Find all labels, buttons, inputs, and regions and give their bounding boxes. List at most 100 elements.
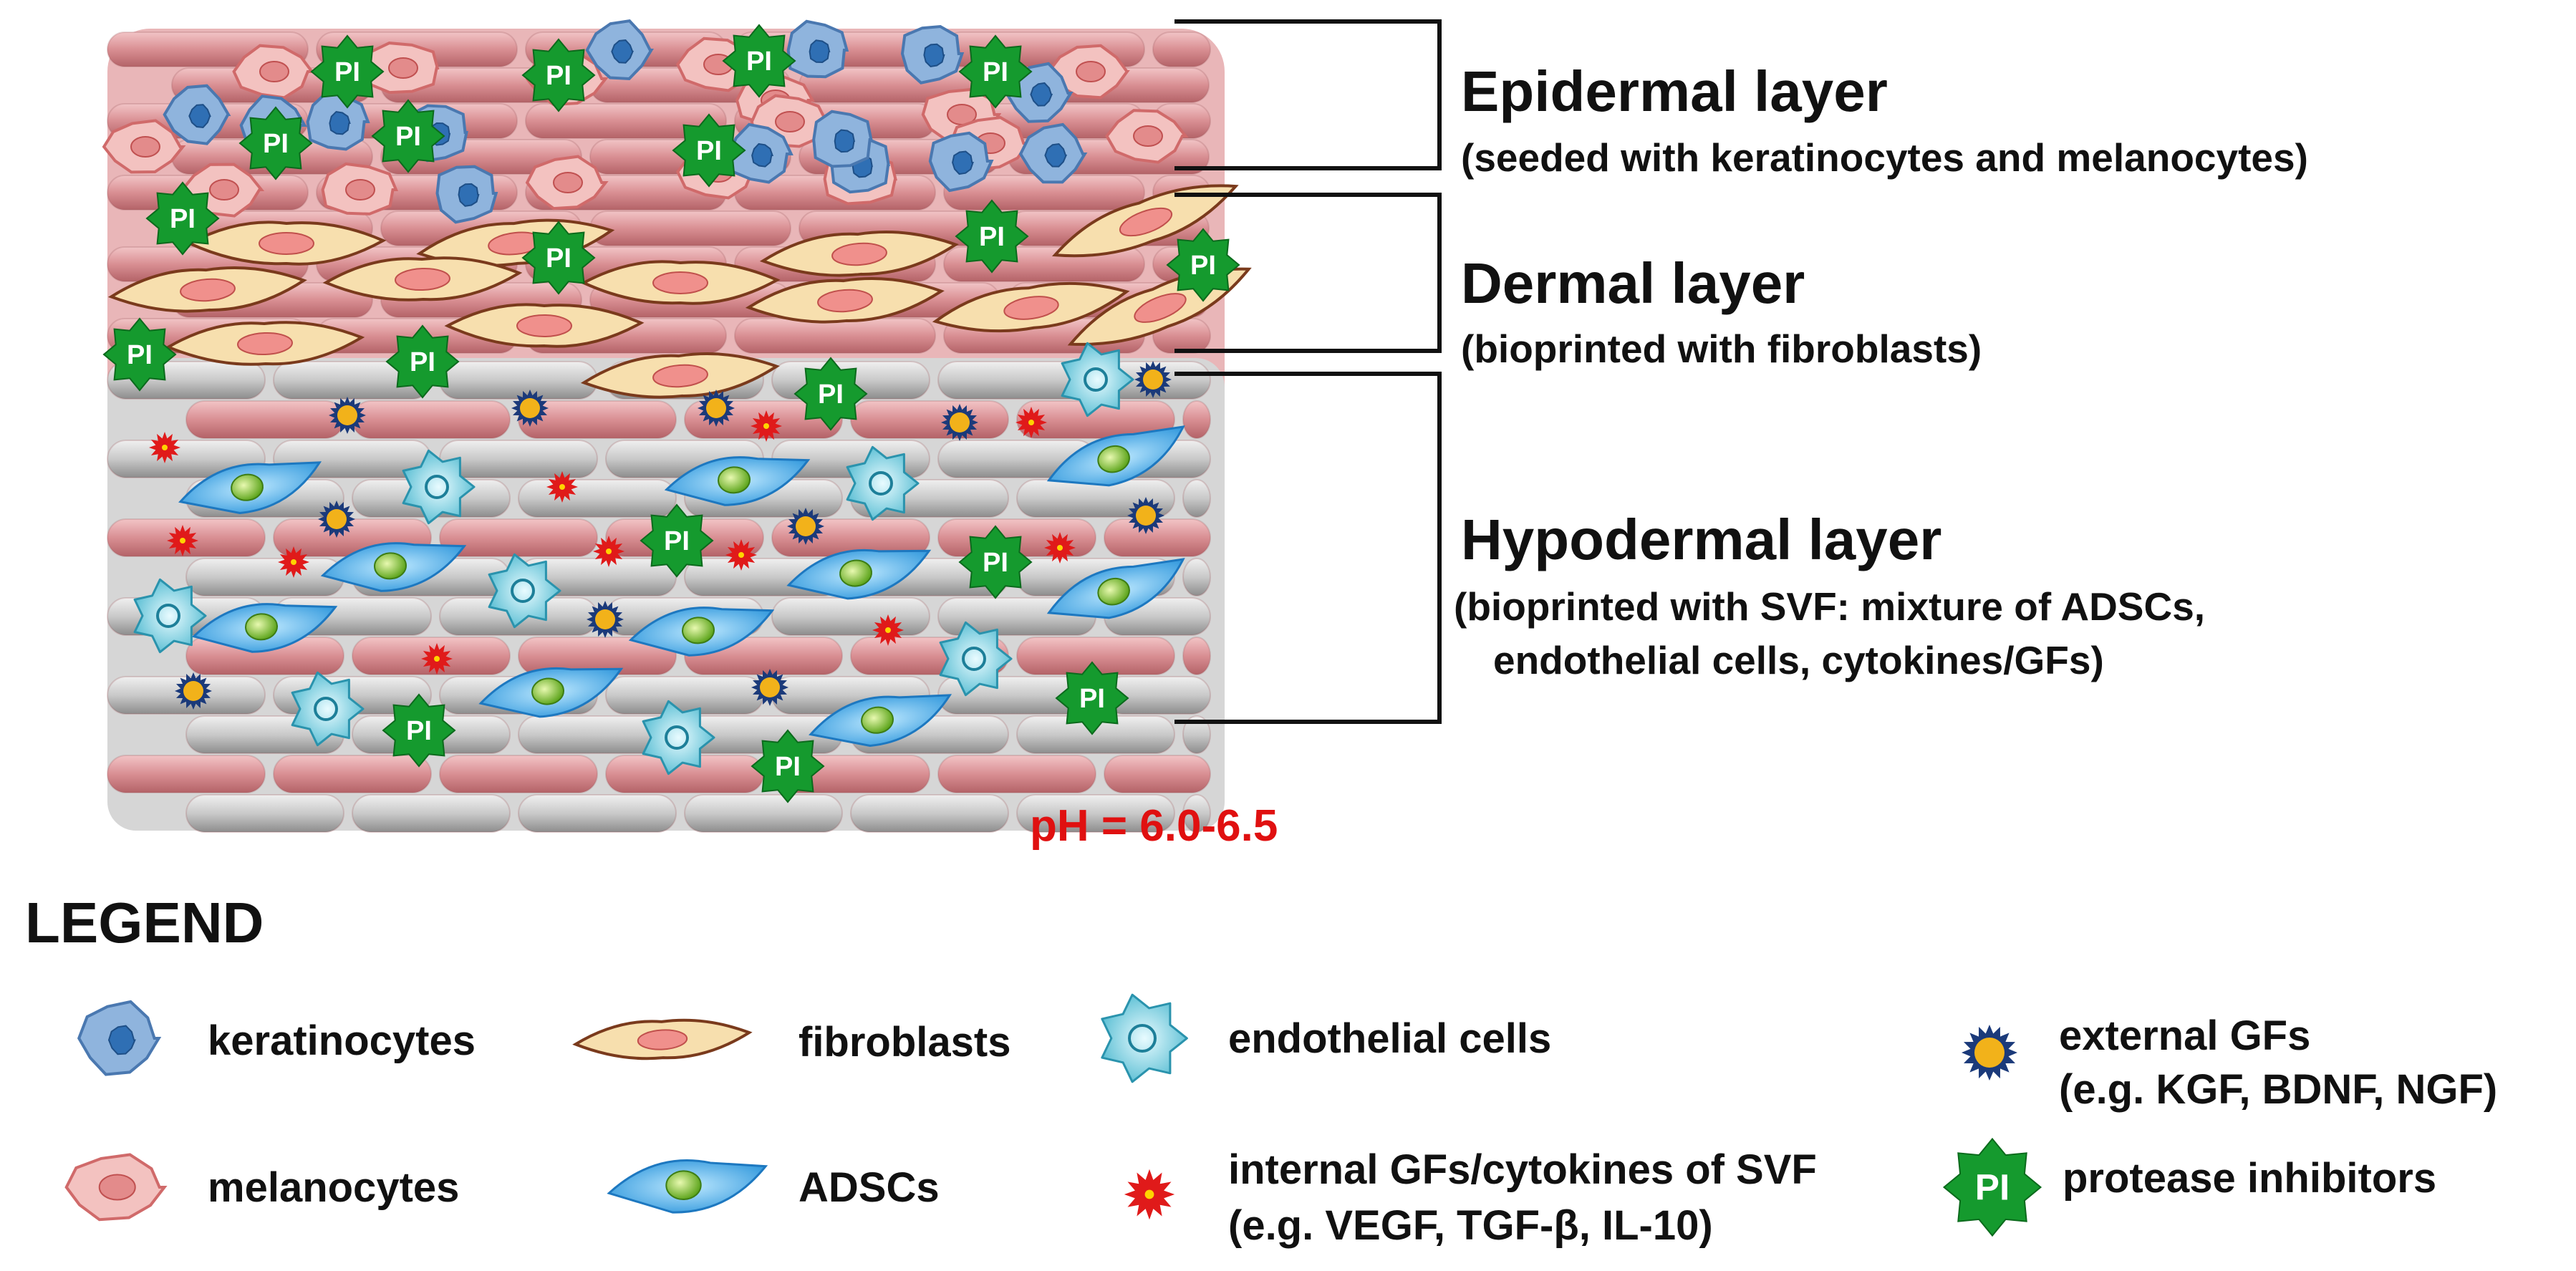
keratinocyte-cell (900, 24, 965, 84)
endothelial-cell (642, 700, 715, 775)
legend-label-keratinocytes: keratinocytes (208, 1018, 476, 1064)
legend-title: LEGEND (25, 891, 264, 955)
endothelial-cell (133, 578, 207, 654)
adsc-cell (786, 548, 932, 600)
keratinocyte-icon (77, 1000, 162, 1076)
adsc-cell (664, 456, 811, 506)
pi-label: PI (979, 222, 1005, 252)
fiber-strand (1104, 755, 1211, 793)
fiber-strand (439, 518, 598, 557)
dermal-layer-title: Dermal layer (1461, 251, 1805, 315)
pi-label: PI (334, 57, 360, 87)
legend-label-protease-inhibitors: protease inhibitors (2063, 1155, 2437, 1202)
fiber-strand (1182, 558, 1211, 596)
melanocyte-cell (1105, 109, 1189, 164)
fiber-strand (937, 755, 1096, 793)
external-gf-icon (1962, 1025, 2017, 1081)
adsc-cell (320, 542, 467, 592)
pi-label: PI (775, 752, 801, 782)
adsc-icon (607, 1159, 768, 1214)
epidermal-layer-subtitle: (seeded with keratinocytes and melanocyt… (1461, 135, 2308, 180)
keratinocyte-cell (435, 165, 498, 224)
adsc-cell (178, 461, 322, 514)
fiber-strand (518, 794, 677, 833)
fibroblast-cell (1051, 184, 1239, 258)
epidermal-layer-title: Epidermal layer (1461, 59, 1888, 123)
fibroblast-cell (107, 266, 307, 313)
external-gf-marker (175, 672, 212, 710)
adsc-cell (191, 603, 338, 653)
keratinocyte-cell (306, 90, 370, 151)
fiber-strand (734, 318, 936, 354)
fibroblast-cell (444, 303, 645, 348)
legend-label-internal-gfs-examples: (e.g. VEGF, TGF-β, IL-10) (1228, 1202, 1713, 1249)
fibroblast-icon (572, 1018, 753, 1060)
fiber-strand (439, 440, 598, 478)
pi-label: PI (746, 47, 772, 77)
dermal-bracket (1174, 193, 1442, 353)
fiber-strand (107, 440, 266, 478)
keratinocyte-cell (163, 84, 231, 145)
fiber-strand (518, 479, 677, 518)
fiber-strand (1182, 637, 1211, 675)
protease-inhibitor-marker: PI (521, 221, 596, 295)
internal-gf-marker (593, 536, 624, 567)
fiber-strand (1182, 715, 1211, 754)
endothelial-cell (1061, 342, 1134, 417)
fiber-strand (1182, 479, 1211, 518)
protease-inhibitor-marker: PI (793, 357, 868, 431)
endothelial-cell (402, 449, 476, 525)
protease-inhibitor-marker: PI (672, 113, 746, 188)
layer-brackets (1174, 19, 1442, 724)
fiber-strand (352, 400, 511, 439)
protease-inhibitor-marker: PI (371, 99, 445, 173)
fiber-strand (185, 558, 344, 596)
pi-label: PI (546, 61, 571, 91)
fiber-strand (1182, 400, 1211, 439)
legend-label-adscs: ADSCs (799, 1164, 940, 1211)
legend-label-external-gfs: external GFs (2059, 1013, 2311, 1059)
keratinocyte-cell (928, 131, 994, 193)
keratinocyte-cell (786, 19, 849, 79)
adsc-cell (1046, 425, 1185, 487)
pi-label: PI (664, 526, 690, 556)
legend-label-fibroblasts: fibroblasts (799, 1019, 1011, 1065)
fiber-strand (771, 597, 930, 636)
adsc-cell (628, 606, 775, 657)
legend-label-internal-gfs: internal GFs/cytokines of SVF (1228, 1146, 1817, 1193)
pi-label: PI (1079, 684, 1105, 714)
external-gf-marker (698, 390, 735, 427)
protease-inhibitor-marker: PI (385, 324, 460, 399)
fiber-strand (525, 103, 727, 139)
pi-label: PI (395, 122, 421, 152)
hypodermal-layer-subtitle-line2: endothelial cells, cytokines/GFs) (1493, 638, 2104, 682)
legend-label-melanocytes: melanocytes (208, 1164, 460, 1211)
melanocyte-cell (1046, 44, 1130, 100)
protease-inhibitor-marker: PI (102, 317, 177, 392)
fiber-strand (107, 755, 266, 793)
fiber-strand (589, 211, 791, 246)
legend-icons: PI (64, 993, 2042, 1237)
endothelial-cell (939, 621, 1013, 697)
fibroblast-cell (580, 260, 781, 305)
external-gf-marker (318, 501, 355, 538)
keratinocyte-cell (1018, 122, 1088, 184)
internal-gf-marker (872, 614, 904, 646)
fiber-strand (352, 794, 511, 833)
melanocyte-icon (64, 1153, 168, 1222)
pi-label: PI (983, 548, 1008, 578)
external-gf-marker (329, 397, 366, 434)
internal-gf-marker (421, 643, 453, 675)
internal-gf-icon (1124, 1169, 1175, 1220)
fibroblast-cell (932, 281, 1130, 333)
pi-label: PI (263, 129, 289, 159)
endothelial-cell (488, 553, 561, 629)
fiber-strand (850, 794, 1009, 833)
internal-gf-marker (149, 432, 180, 463)
fiber-strand (439, 755, 598, 793)
endothelial-cell-icon (1101, 993, 1188, 1083)
protease-inhibitor-marker: PI (955, 199, 1029, 274)
protease-inhibitor-marker: PI (1166, 228, 1240, 302)
fiber-strand (185, 794, 344, 833)
